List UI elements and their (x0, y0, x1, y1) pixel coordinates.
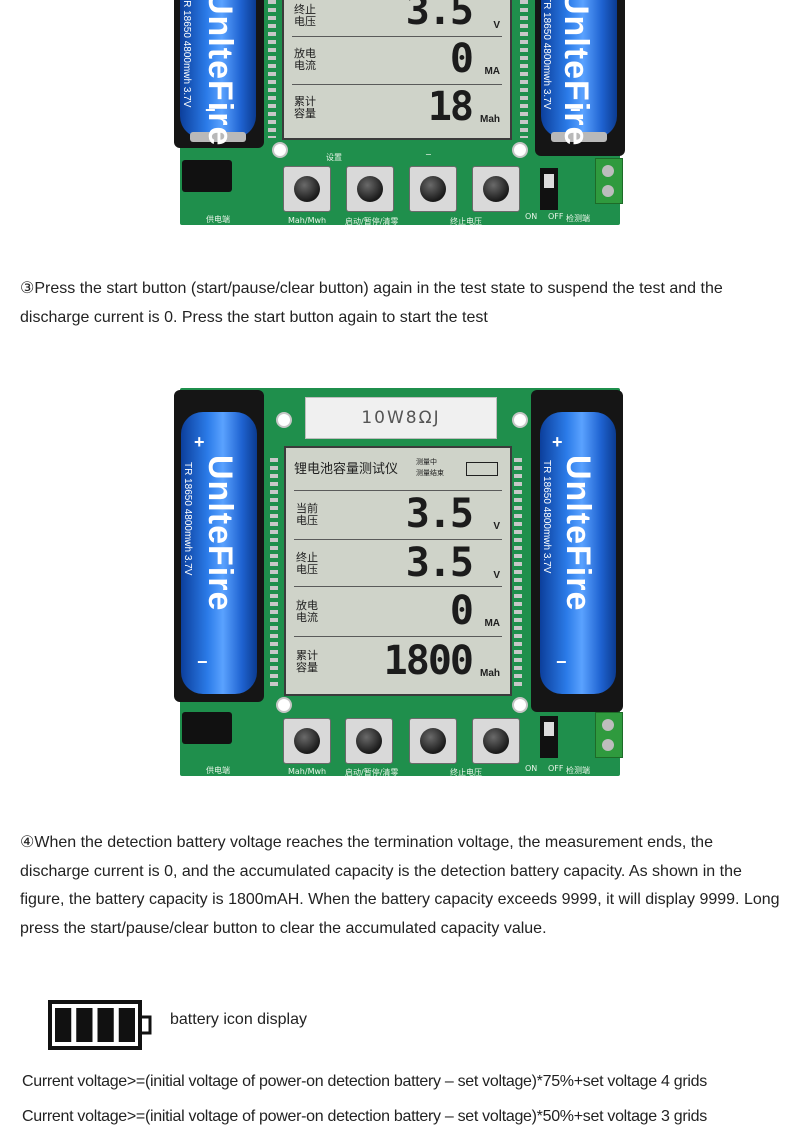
right-battery-spec: TR 18650 4800mwh 3.7V (541, 460, 552, 574)
silk-detect-port: 检测端 (566, 766, 590, 775)
right-battery-brand: UnlteFire (559, 455, 597, 612)
right-battery-spec: TR 18650 4800mwh 3.7V (541, 0, 552, 110)
silk-start-pause-clear: 启动/暂停/清零 (345, 768, 399, 777)
right-battery-cell (540, 412, 616, 694)
minus-button[interactable] (409, 718, 457, 764)
right-battery-cell (541, 0, 617, 142)
lcd-row-discharge-current: 放电电流 0 MA (294, 588, 502, 637)
silk-power-input: 供电端 (206, 766, 230, 775)
right-battery-brand: UnlteFire (557, 0, 595, 147)
left-battery-spec: TR 18650 4800mwh 3.7V (181, 0, 192, 108)
lcd-row-discharge-current: 放电电流 0 MA (292, 36, 502, 85)
battery-grid-bar (76, 1008, 93, 1042)
left-battery-cell (180, 0, 256, 142)
silk-on: ON (525, 212, 538, 221)
silk-mah-mwh: Mah/Mwh (288, 767, 327, 776)
right-plus-mark: + (552, 432, 563, 452)
battery-grid-bar (97, 1008, 114, 1042)
rule-3-grids: Current voltage>=(initial voltage of pow… (22, 1108, 707, 1125)
lcd-row-end-voltage: 终止电压 3.5 V (292, 0, 502, 37)
battery-full-icon (48, 1000, 152, 1050)
plus-button[interactable] (472, 718, 520, 764)
bottom-lcd-display: 锂电池容量测试仪 测量中 测量结束 当前电压 3.5 V 终止电压 3.5 V … (284, 446, 512, 696)
mount-hole (512, 412, 528, 428)
battery-icon-legend: battery icon display (170, 1011, 307, 1028)
left-battery-cell (181, 412, 257, 694)
battery-grid-bar (118, 1008, 135, 1042)
silk-set-label: 设置 (326, 153, 342, 162)
step-3-instruction: ③Press the start button (start/pause/cle… (20, 280, 723, 326)
left-plus-mark: + (194, 432, 205, 452)
start-pause-clear-button[interactable] (345, 718, 393, 764)
lcd-status-ended: 测量结束 (416, 469, 444, 477)
silk-detect-port: 检测端 (566, 214, 590, 223)
mah-mwh-button[interactable] (283, 166, 331, 212)
lcd-battery-icon (466, 462, 498, 476)
left-battery-brand: UnlteFire (201, 0, 239, 147)
silk-power-input: 供电端 (206, 215, 230, 224)
silk-off: OFF (548, 764, 564, 773)
test-terminal-block (595, 158, 623, 204)
silk-off: OFF (548, 212, 564, 221)
mah-mwh-button[interactable] (283, 718, 331, 764)
lcd-title: 锂电池容量测试仪 (294, 462, 399, 477)
step-4-instruction: ④When the detection battery voltage reac… (20, 834, 780, 937)
left-battery-spec: TR 18650 4800mwh 3.7V (182, 462, 193, 576)
lcd-row-end-voltage: 终止电压 3.5 V (294, 540, 502, 587)
right-pin-header (520, 0, 528, 138)
plus-button[interactable] (472, 166, 520, 212)
mount-hole (276, 412, 292, 428)
silk-mah-mwh: Mah/Mwh (288, 216, 327, 225)
left-minus-mark: − (205, 100, 216, 120)
right-pin-header (514, 458, 522, 690)
lcd-row-current-voltage: 当前电压 3.5 V (294, 490, 502, 540)
test-terminal-block (595, 712, 623, 758)
rule-4-grids: Current voltage>=(initial voltage of pow… (22, 1073, 707, 1090)
mount-hole (512, 697, 528, 713)
mount-hole (272, 142, 288, 158)
top-lcd-display: 终止电压 3.5 V 放电电流 0 MA 累计容量 18 Mah (282, 0, 512, 140)
lcd-status-measuring: 测量中 (416, 458, 437, 466)
dc-power-jack (182, 160, 232, 192)
mount-hole (276, 697, 292, 713)
left-battery-brand: UnlteFire (201, 455, 239, 612)
battery-grid-bar (55, 1008, 72, 1042)
silk-minus-label: − (425, 150, 432, 159)
mount-hole (512, 142, 528, 158)
right-minus-mark: − (570, 100, 581, 120)
minus-button[interactable] (409, 166, 457, 212)
right-minus-mark: − (556, 652, 567, 672)
left-pin-header (270, 458, 278, 690)
silk-on: ON (525, 764, 538, 773)
start-pause-clear-button[interactable] (346, 166, 394, 212)
silk-end-voltage: 终止电压 (450, 217, 482, 226)
left-minus-mark: − (197, 652, 208, 672)
dc-power-jack (182, 712, 232, 744)
load-resistor: 10W8ΩJ (305, 397, 497, 439)
left-pin-header (268, 0, 276, 138)
on-off-switch[interactable] (540, 168, 558, 210)
on-off-switch[interactable] (540, 716, 558, 758)
lcd-row-capacity: 累计容量 1800 Mah (296, 638, 500, 684)
silk-start-pause-clear: 启动/暂停/清零 (345, 217, 399, 226)
lcd-row-capacity: 累计容量 18 Mah (294, 84, 500, 130)
silk-end-voltage: 终止电压 (450, 768, 482, 777)
